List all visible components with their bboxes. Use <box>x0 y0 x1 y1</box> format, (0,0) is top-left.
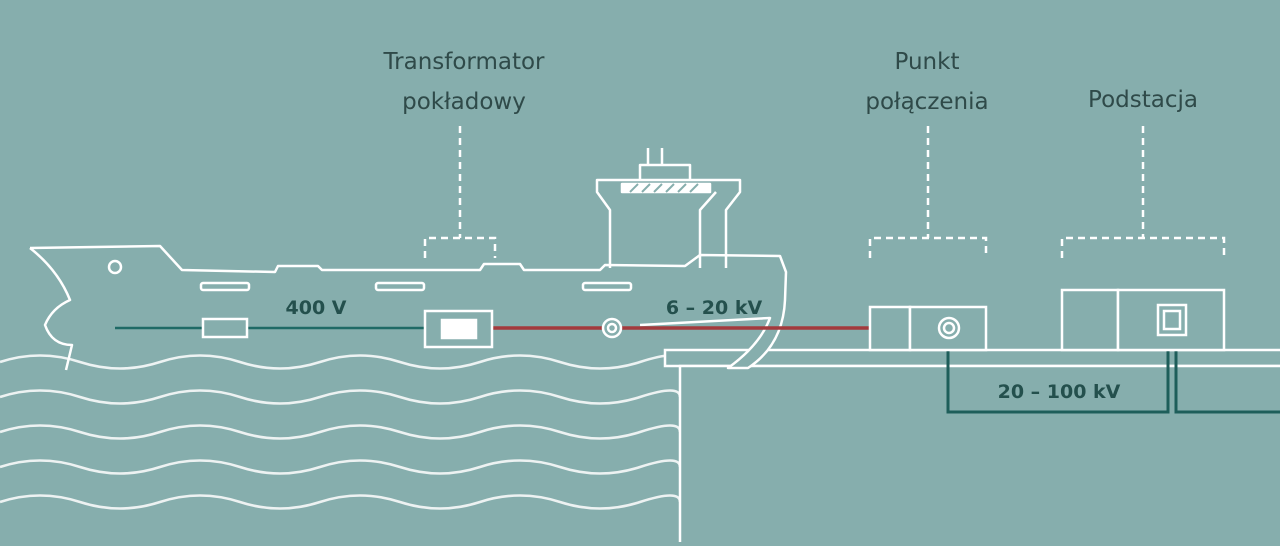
shore-connector-inner <box>942 321 956 335</box>
callout-onboard-transformer <box>423 126 497 258</box>
callouts <box>423 126 1226 258</box>
wave-line <box>0 424 682 440</box>
ship <box>29 148 788 371</box>
ship-hull <box>29 244 788 370</box>
wave-line <box>0 389 682 405</box>
label-connection-point-line1: Punkt <box>895 49 960 75</box>
deck-window <box>199 281 251 292</box>
substation <box>1060 288 1226 352</box>
cable-substation-out <box>1174 322 1280 414</box>
cable-shore-connection <box>946 322 1170 414</box>
sea-waves <box>0 354 682 510</box>
voltage-label-shore-high: 20 – 100 kV <box>998 381 1121 403</box>
callout-connection-point <box>868 126 988 258</box>
substation-terminal-inner <box>1162 309 1182 331</box>
label-onboard-transformer-line2: pokładowy <box>402 89 526 115</box>
superstructure <box>595 148 742 268</box>
voltage-labels: 400 V 6 – 20 kV 20 – 100 kV <box>286 297 1121 403</box>
deck-window <box>581 281 633 292</box>
callout-substation <box>1060 126 1226 258</box>
ship-connector-inner <box>606 322 618 334</box>
voltage-label-ship-medium: 6 – 20 kV <box>666 297 763 319</box>
wave-line <box>0 354 682 370</box>
switchboard-box <box>201 317 249 339</box>
label-connection-point-line2: połączenia <box>865 89 988 115</box>
onboard-transformer-core <box>440 318 478 340</box>
connection-point <box>868 305 988 352</box>
bridge-windows-hatch <box>629 183 699 193</box>
connection-box-left <box>868 305 912 352</box>
label-onboard-transformer-line1: Transformator <box>382 49 545 75</box>
wave-line <box>0 459 682 475</box>
porthole <box>107 259 123 275</box>
label-substation: Podstacja <box>1088 87 1198 113</box>
deck-window <box>374 281 426 292</box>
ship-bow <box>29 247 74 371</box>
ship-equipment <box>201 309 623 349</box>
quay-wall <box>678 364 1280 546</box>
voltage-label-400v: 400 V <box>286 297 347 319</box>
wave-line <box>0 494 682 510</box>
component-labels: Transformator pokładowy Punkt połączenia… <box>382 49 1198 115</box>
substation-box-left <box>1060 288 1120 352</box>
quay <box>663 348 1280 546</box>
